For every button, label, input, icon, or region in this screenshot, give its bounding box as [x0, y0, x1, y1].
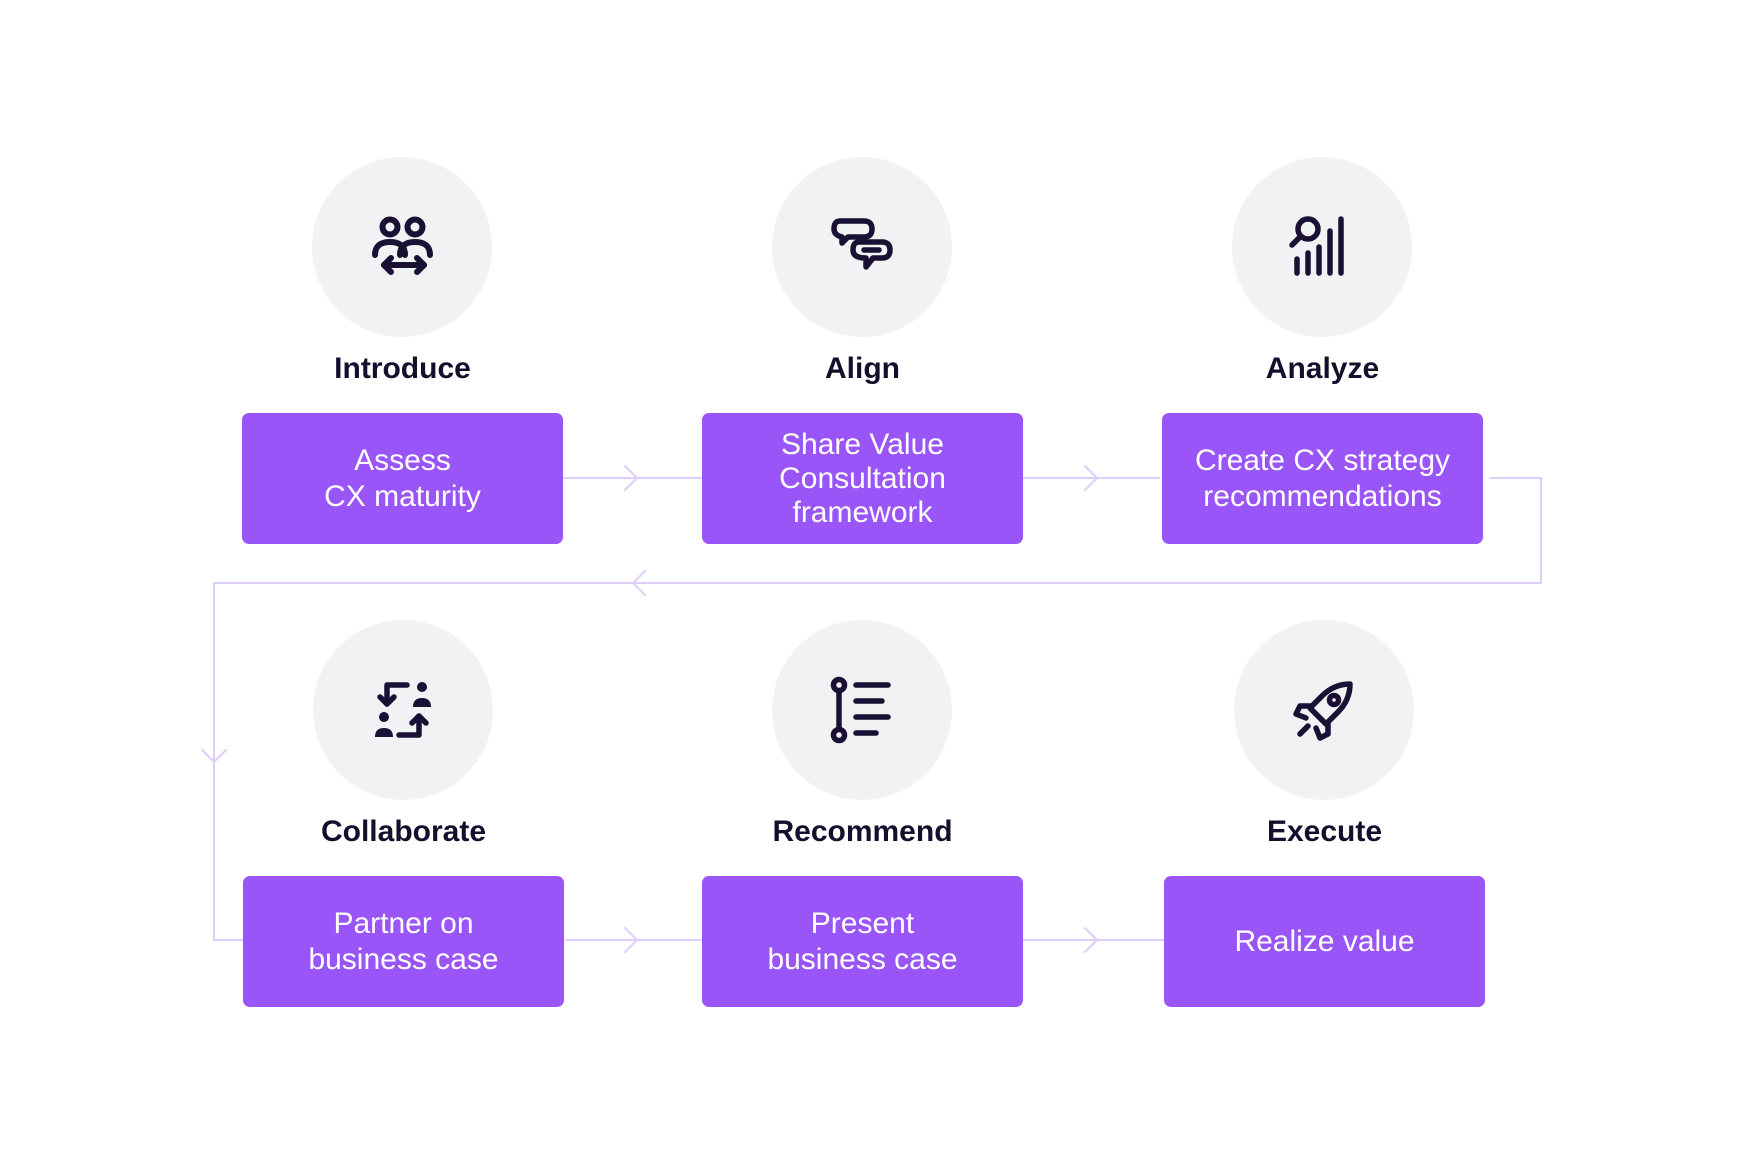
step-icon-circle: [772, 157, 952, 337]
chat-bubbles-icon: [831, 218, 893, 270]
step-box-text: Partner on business case: [308, 906, 499, 976]
step-box-text: Assess CX maturity: [324, 443, 481, 513]
people-swap-icon: [375, 682, 431, 738]
step-box: Share Value Consultation framework: [702, 413, 1023, 544]
step-box-text: Realize value: [1234, 924, 1415, 958]
step-title: Analyze: [1265, 352, 1380, 385]
connector-lines: [201, 465, 1542, 953]
connector-3-4: [213, 477, 1542, 941]
step-icon-circle: [1232, 157, 1412, 337]
search-chart-icon: [1289, 216, 1344, 276]
arrow-head-4-5: [624, 927, 638, 953]
checklist-icon: [830, 676, 891, 744]
step-title: Recommend: [772, 815, 953, 848]
step-title: Align: [825, 352, 900, 385]
arrow-head-1-2: [624, 465, 638, 491]
rocket-icon: [1293, 681, 1353, 741]
step-icon-circle: [312, 157, 492, 337]
arrow-head-5-6: [1084, 927, 1098, 953]
step-box: Create CX strategy recommendations: [1162, 413, 1483, 544]
step-box: Realize value: [1164, 876, 1485, 1007]
step-icon-circle: [1234, 620, 1414, 800]
people-exchange-icon: [372, 216, 433, 275]
step-icon-circle: [313, 620, 493, 800]
step-box-text: Create CX strategy recommendations: [1194, 443, 1451, 513]
step-title: Collaborate: [320, 815, 487, 848]
step-title: Introduce: [334, 352, 471, 385]
arrow-head-wrap-down: [201, 749, 227, 763]
step-title: Execute: [1266, 815, 1383, 848]
step-box-text: Share Value Consultation framework: [779, 427, 946, 529]
step-box-text: Present business case: [767, 906, 958, 976]
step-box: Partner on business case: [243, 876, 564, 1007]
arrow-head-2-3: [1084, 465, 1098, 491]
step-icon-circle: [772, 620, 952, 800]
step-box: Assess CX maturity: [242, 413, 563, 544]
step-box: Present business case: [702, 876, 1023, 1007]
arrow-head-wrap-left: [632, 570, 646, 596]
